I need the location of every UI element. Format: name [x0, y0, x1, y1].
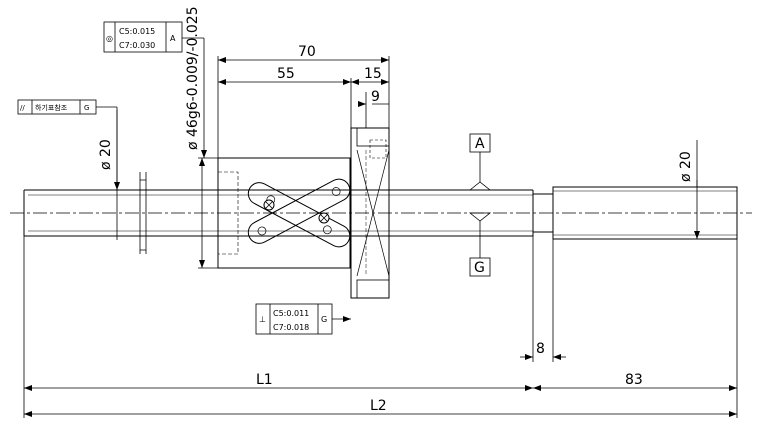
dim-shaft-diameter-left-label: ø 20	[98, 139, 114, 170]
screw-shaft	[23, 172, 534, 254]
datum-g-label: G	[474, 260, 485, 276]
perpendicularity-datum: G	[321, 315, 327, 324]
dim-9-label: 9	[371, 89, 380, 105]
coaxiality-tolerance-frame	[103, 21, 207, 158]
dim-l1-label: L1	[256, 372, 273, 388]
parallelism-symbol: //	[20, 104, 25, 112]
coaxiality-c5: C5:0.015	[119, 27, 155, 36]
shaft-journal	[533, 186, 738, 240]
dimension-l1-83	[23, 236, 738, 418]
parallelism-tolerance-frame	[17, 99, 120, 190]
parallelism-note: 하기표참조	[35, 103, 68, 112]
coaxiality-c7: C7:0.030	[119, 41, 155, 50]
dimension-8	[520, 236, 566, 362]
dim-8-label: 8	[536, 341, 545, 357]
dim-83-label: 83	[625, 372, 643, 388]
coaxiality-datum: A	[170, 34, 176, 43]
dim-flange-diameter-label: ø 46g6-0.009/-0.025	[185, 6, 201, 150]
dimension-55-15	[218, 78, 389, 128]
datum-a-symbol	[468, 133, 492, 191]
dim-shaft-diameter-right-label: ø 20	[678, 151, 694, 182]
dimension-70	[217, 56, 390, 158]
datum-g-symbol	[468, 212, 492, 277]
perpendicularity-symbol: ⊥	[259, 315, 266, 324]
dimension-flange-diameter	[198, 157, 218, 269]
nut-flange	[350, 127, 390, 299]
dim-l2-label: L2	[370, 398, 387, 414]
dim-55-label: 55	[277, 66, 295, 82]
datum-a-label: A	[475, 136, 485, 152]
dimension-9	[358, 92, 389, 128]
ball-nut	[217, 157, 351, 269]
parallelism-datum: G	[84, 104, 89, 112]
dim-15-label: 15	[364, 66, 382, 82]
perpendicularity-tolerance-frame	[255, 303, 351, 335]
dim-70-label: 70	[298, 44, 316, 60]
coaxiality-symbol: ◎	[106, 34, 113, 43]
perpendicularity-c5: C5:0.011	[273, 309, 309, 318]
perpendicularity-c7: C7:0.018	[273, 323, 309, 332]
